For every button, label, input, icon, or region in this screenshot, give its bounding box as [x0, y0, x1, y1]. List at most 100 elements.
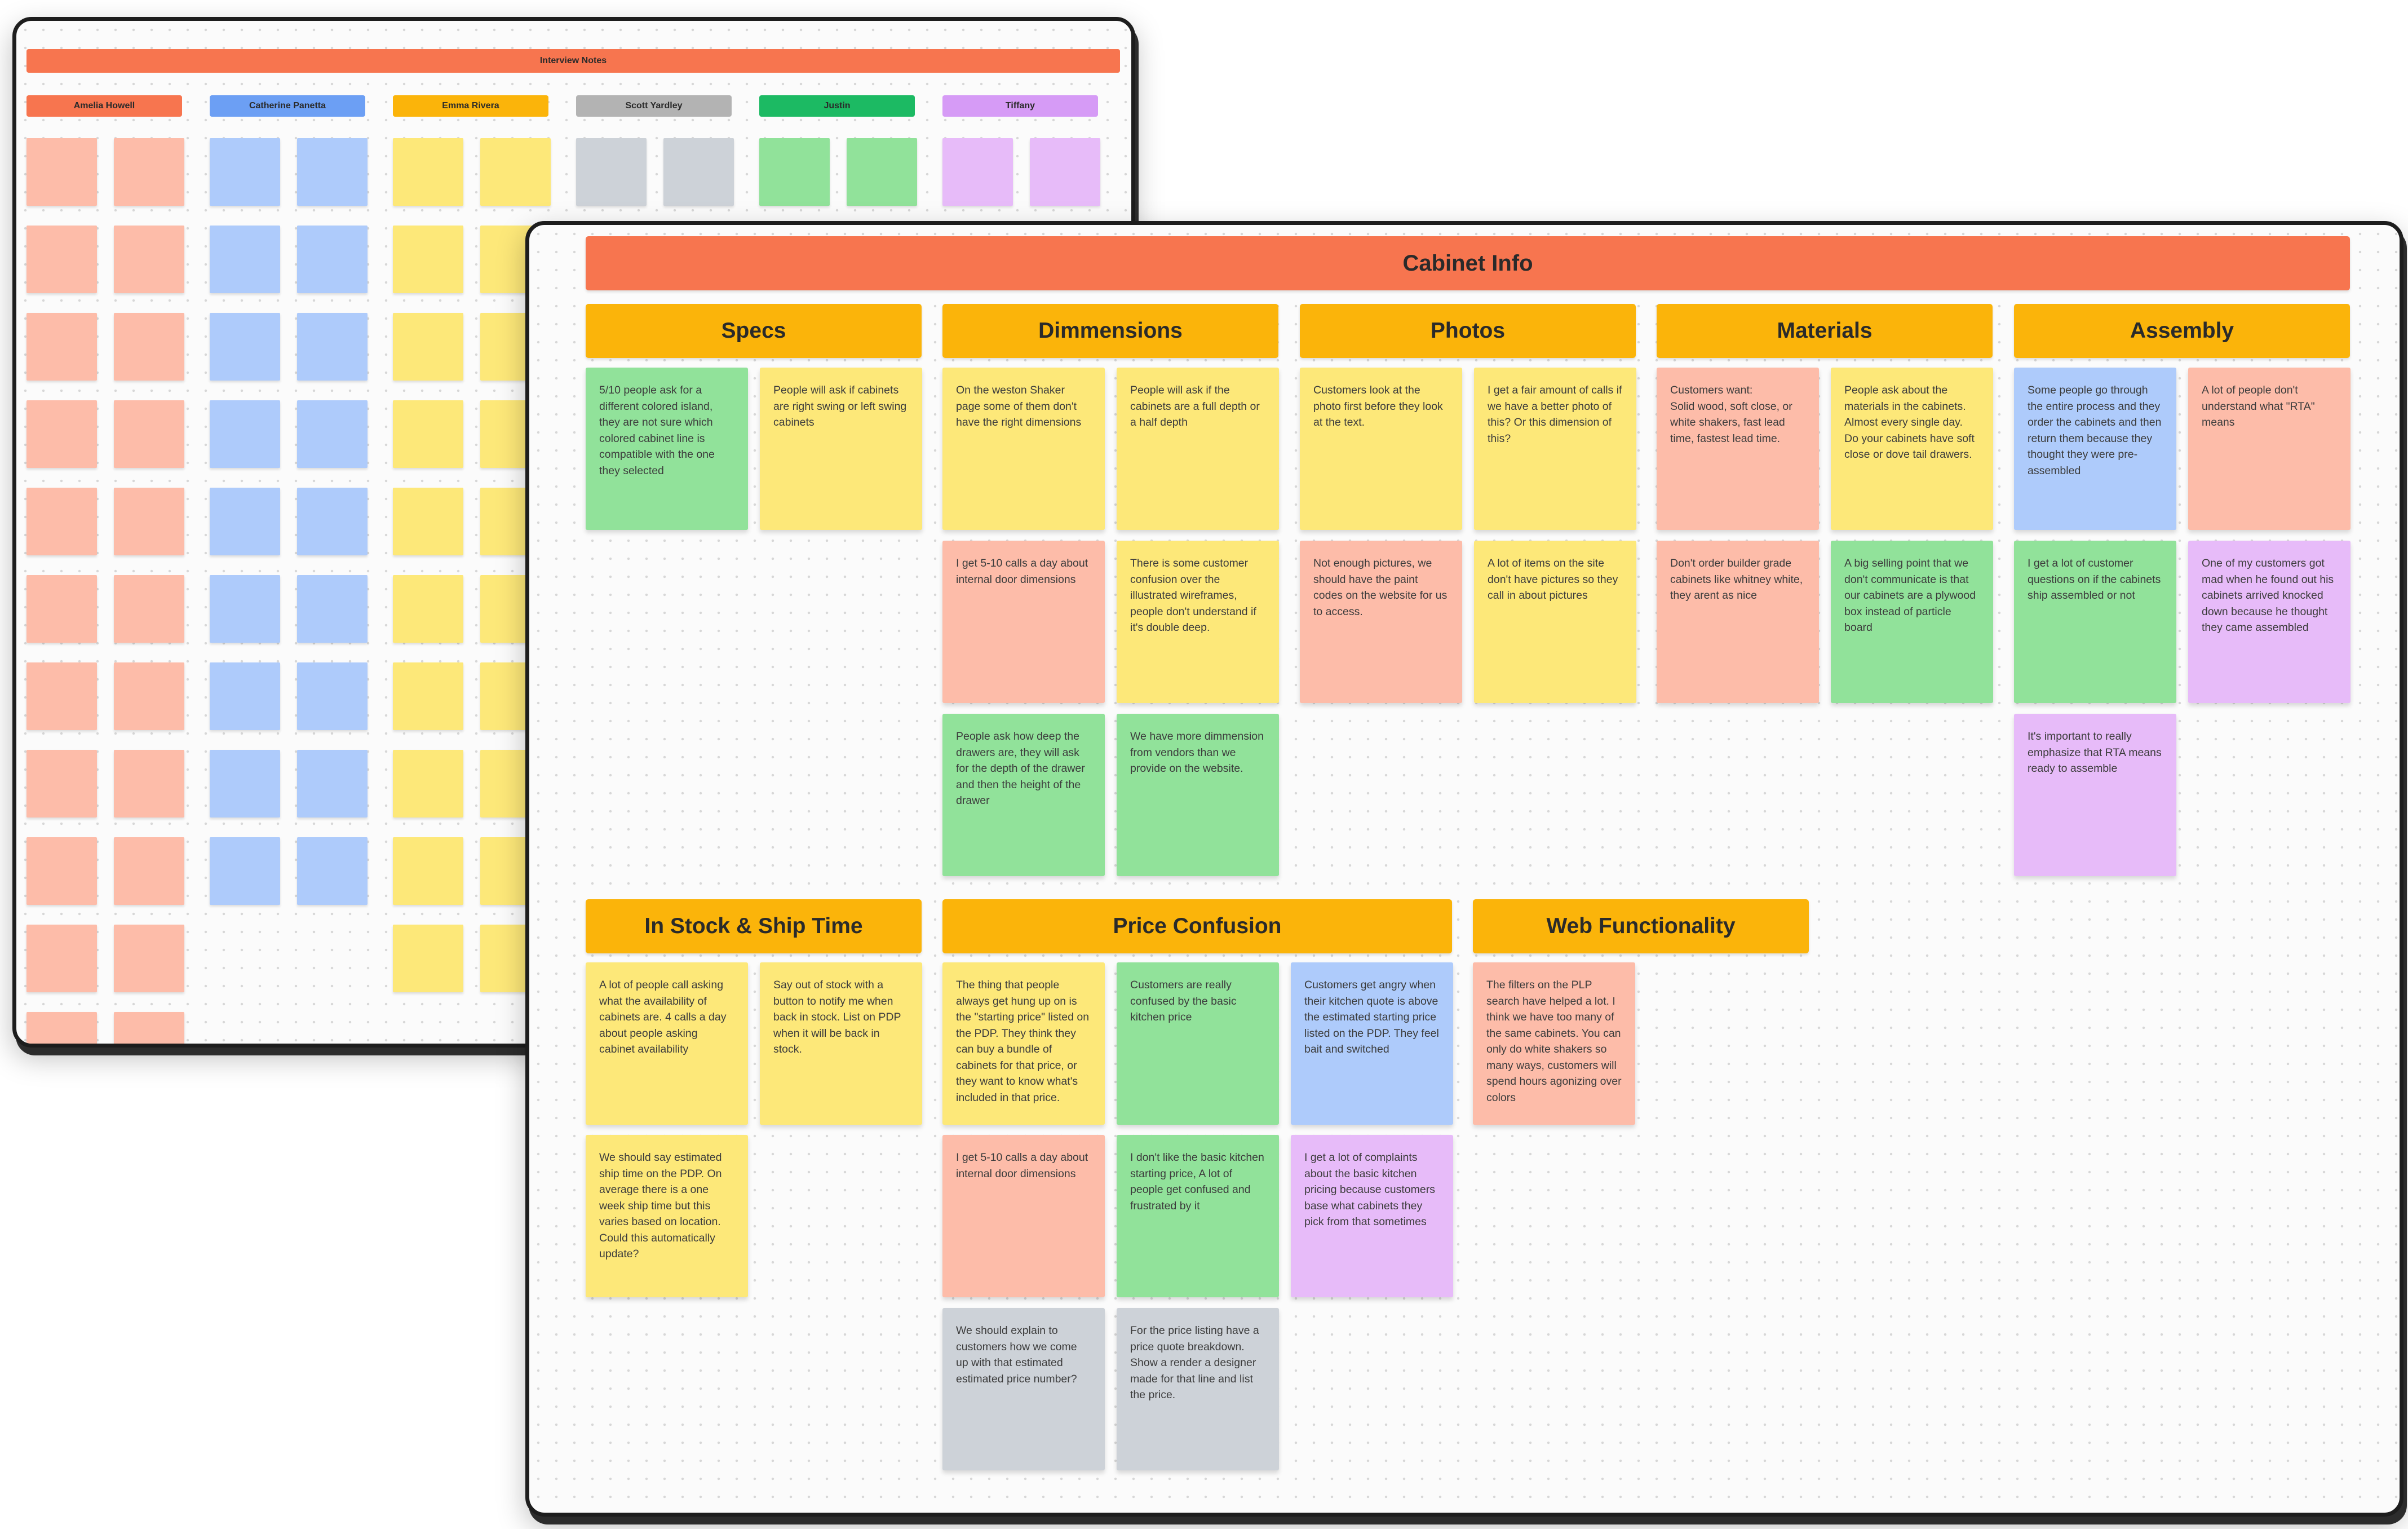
sticky-note[interactable]: I don't like the basic kitchen starting … — [1117, 1135, 1279, 1297]
board-title: Cabinet Info — [586, 236, 2350, 290]
sticky-note[interactable]: Customers get angry when their kitchen q… — [1291, 962, 1453, 1125]
mini-sticky-note — [114, 226, 184, 293]
sticky-note[interactable]: There is some customer confusion over th… — [1117, 541, 1279, 703]
mini-sticky-note — [576, 138, 647, 206]
sticky-note[interactable]: The filters on the PLP search have helpe… — [1473, 962, 1635, 1125]
mini-sticky-note — [480, 138, 551, 206]
mini-sticky-note — [393, 138, 463, 206]
mini-sticky-note — [210, 837, 280, 905]
mini-sticky-note — [210, 400, 280, 468]
column-header-scott: Scott Yardley — [576, 95, 732, 117]
section-materials-header: Materials — [1657, 304, 1993, 358]
section-specs-header: Specs — [586, 304, 922, 358]
sticky-note[interactable]: For the price listing have a price quote… — [1117, 1308, 1279, 1470]
mini-sticky-note — [26, 750, 97, 817]
mini-sticky-note — [26, 226, 97, 293]
sticky-note[interactable]: Customers are really confused by the bas… — [1117, 962, 1279, 1125]
column-header-emma: Emma Rivera — [393, 95, 548, 117]
mini-sticky-note — [114, 138, 184, 206]
mini-sticky-note — [297, 750, 368, 817]
sticky-note[interactable]: Customers want: Solid wood, soft close, … — [1657, 368, 1819, 530]
mini-sticky-note — [26, 1012, 97, 1044]
mini-sticky-note — [26, 313, 97, 381]
column-header-justin: Justin — [759, 95, 915, 117]
mini-sticky-note — [210, 138, 280, 206]
mini-sticky-note — [663, 138, 734, 206]
mini-sticky-note — [393, 750, 463, 817]
mini-sticky-note — [393, 837, 463, 905]
mini-sticky-note — [297, 837, 368, 905]
mini-sticky-note — [297, 313, 368, 381]
sticky-note[interactable]: One of my customers got mad when he foun… — [2188, 541, 2351, 703]
mini-sticky-note — [759, 138, 830, 206]
section-dimensions-header: Dimmensions — [942, 304, 1278, 358]
sticky-note[interactable]: I get a lot of customer questions on if … — [2014, 541, 2176, 703]
mini-sticky-note — [114, 1012, 184, 1044]
mini-sticky-note — [297, 488, 368, 555]
sticky-note[interactable]: Some people go through the entire proces… — [2014, 368, 2176, 530]
mini-sticky-note — [393, 313, 463, 381]
mini-sticky-note — [114, 400, 184, 468]
mini-sticky-note — [114, 662, 184, 730]
sticky-note[interactable]: People ask about the materials in the ca… — [1831, 368, 1993, 530]
mini-sticky-note — [297, 575, 368, 643]
sticky-note[interactable]: A lot of people don't understand what "R… — [2188, 368, 2351, 530]
mini-sticky-note — [297, 662, 368, 730]
mini-sticky-note — [297, 226, 368, 293]
mini-sticky-note — [847, 138, 917, 206]
mini-sticky-note — [297, 138, 368, 206]
sticky-note[interactable]: On the weston Shaker page some of them d… — [942, 368, 1105, 530]
sticky-note[interactable]: Customers look at the photo first before… — [1300, 368, 1462, 530]
mini-sticky-note — [210, 313, 280, 381]
sticky-note[interactable]: People will ask if cabinets are right sw… — [760, 368, 922, 530]
sticky-note[interactable]: A lot of people call asking what the ava… — [586, 962, 748, 1125]
sticky-note[interactable]: Say out of stock with a button to notify… — [760, 962, 922, 1125]
mini-sticky-note — [393, 575, 463, 643]
mini-sticky-note — [210, 662, 280, 730]
sticky-note[interactable]: A lot of items on the site don't have pi… — [1474, 541, 1636, 703]
mini-sticky-note — [114, 488, 184, 555]
board-title: Interview Notes — [26, 49, 1120, 73]
sticky-note[interactable]: The thing that people always get hung up… — [942, 962, 1105, 1125]
sticky-note[interactable]: Don't order builder grade cabinets like … — [1657, 541, 1819, 703]
sticky-note[interactable]: I get a fair amount of calls if we have … — [1474, 368, 1636, 530]
mini-sticky-note — [393, 925, 463, 992]
mini-sticky-note — [393, 662, 463, 730]
mini-sticky-note — [114, 837, 184, 905]
mini-sticky-note — [210, 226, 280, 293]
sticky-note[interactable]: A big selling point that we don't commun… — [1831, 541, 1993, 703]
sticky-note[interactable]: We should explain to customers how we co… — [942, 1308, 1105, 1470]
section-stock-ship-header: In Stock & Ship Time — [586, 899, 922, 953]
mini-sticky-note — [210, 750, 280, 817]
mini-sticky-note — [26, 400, 97, 468]
section-photos-header: Photos — [1300, 304, 1636, 358]
mini-sticky-note — [210, 575, 280, 643]
sticky-note[interactable]: 5/10 people ask for a different colored … — [586, 368, 748, 530]
sticky-note[interactable]: It's important to really emphasize that … — [2014, 714, 2176, 876]
mini-sticky-note — [393, 400, 463, 468]
sticky-note[interactable]: Not enough pictures, we should have the … — [1300, 541, 1462, 703]
sticky-note[interactable]: I get a lot of complaints about the basi… — [1291, 1135, 1453, 1297]
mini-sticky-note — [393, 226, 463, 293]
sticky-note[interactable]: We have more dimmension from vendors tha… — [1117, 714, 1279, 876]
mini-sticky-note — [114, 925, 184, 992]
section-web-functionality-header: Web Functionality — [1473, 899, 1809, 953]
mini-sticky-note — [942, 138, 1013, 206]
column-header-tiffany: Tiffany — [942, 95, 1098, 117]
mini-sticky-note — [393, 488, 463, 555]
column-header-catherine: Catherine Panetta — [210, 95, 365, 117]
mini-sticky-note — [26, 662, 97, 730]
sticky-note[interactable]: I get 5-10 calls a day about internal do… — [942, 541, 1105, 703]
mini-sticky-note — [297, 400, 368, 468]
sticky-note[interactable]: We should say estimated ship time on the… — [586, 1135, 748, 1297]
mini-sticky-note — [114, 750, 184, 817]
mini-sticky-note — [26, 925, 97, 992]
sticky-note[interactable]: I get 5-10 calls a day about internal do… — [942, 1135, 1105, 1297]
mini-sticky-note — [114, 575, 184, 643]
sticky-note[interactable]: People will ask if the cabinets are a fu… — [1117, 368, 1279, 530]
cabinet-info-board[interactable]: Cabinet Info Specs Dimmensions Photos Ma… — [525, 221, 2403, 1517]
mini-sticky-note — [1030, 138, 1100, 206]
sticky-note[interactable]: People ask how deep the drawers are, the… — [942, 714, 1105, 876]
column-header-amelia: Amelia Howell — [26, 95, 182, 117]
mini-sticky-note — [26, 575, 97, 643]
